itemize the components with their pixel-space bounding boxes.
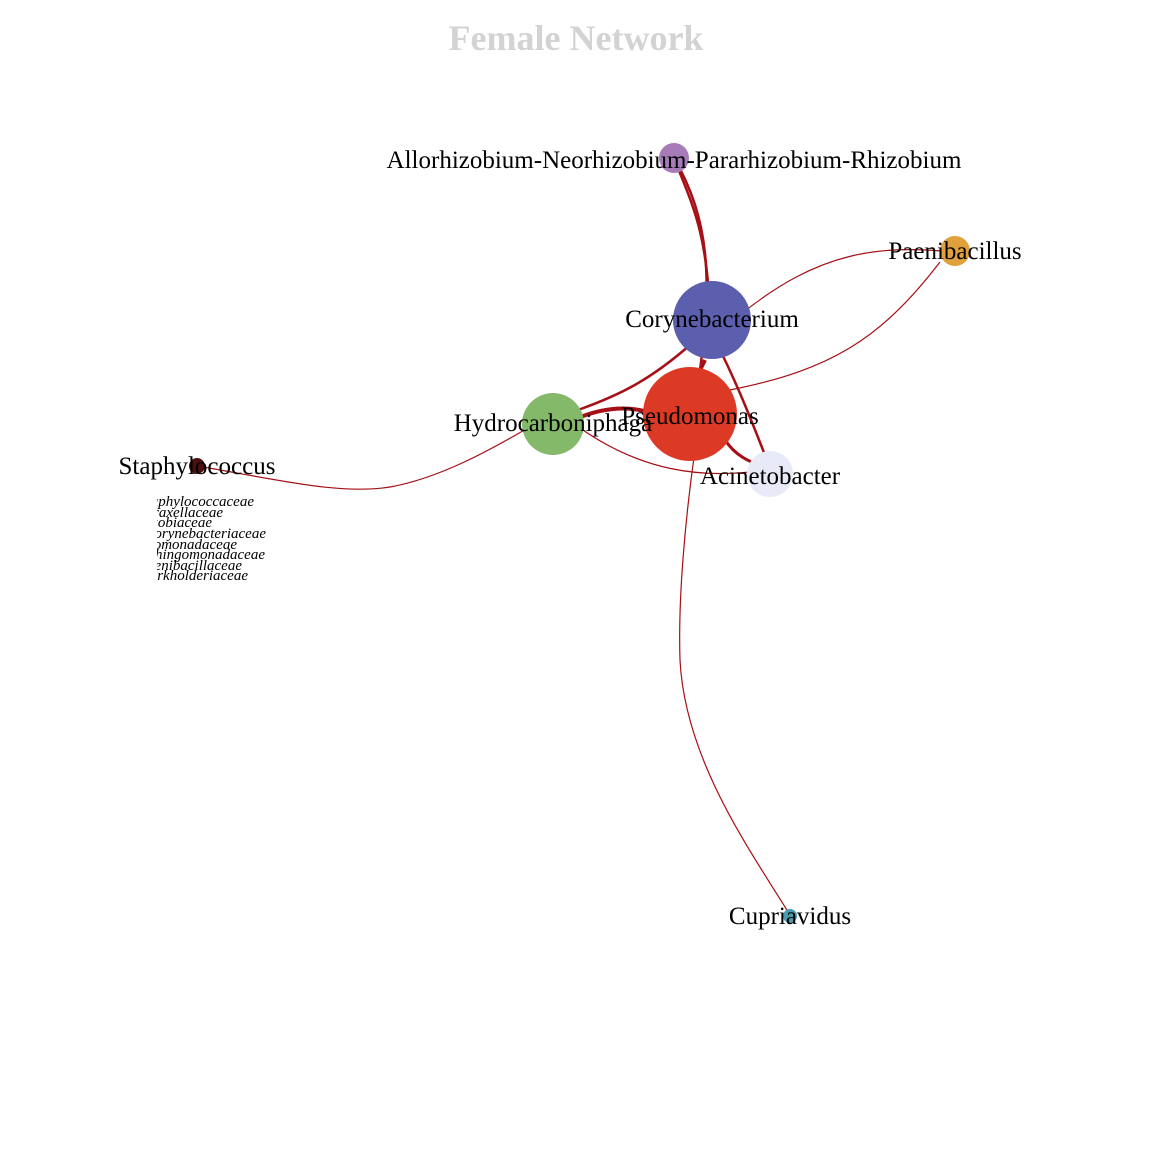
legend-entry: Burkholderiaceae: [141, 568, 249, 584]
node-staphylococcus[interactable]: [189, 458, 205, 474]
legend-entry: Staphylococcaceae: [139, 494, 254, 510]
label-hydrocarboniphaga: Hydrocarboniphaga: [454, 410, 653, 437]
nodes: [189, 143, 970, 923]
edge-staphylococcus-hydrocarboniphaga: [196, 427, 529, 490]
node-corynebacterium[interactable]: [673, 281, 751, 359]
node-acinetobacter[interactable]: [747, 451, 793, 497]
node-cupriavidus[interactable]: [783, 909, 797, 923]
diagram-title: Female Network: [449, 18, 704, 58]
label-paenibacillus: Paenibacillus: [888, 238, 1021, 265]
legend-entry: Sphingomonadaceae: [140, 547, 265, 563]
label-acinetobacter: Acinetobacter: [700, 463, 841, 490]
label-staphylococcus: Staphylococcus: [119, 453, 276, 480]
edge-paenibacillus-corynebacterium: [739, 249, 956, 316]
legend-entry: Paenibacillaceae: [137, 558, 242, 574]
node-allorhizobium[interactable]: [659, 143, 689, 173]
node-hydrocarboniphaga[interactable]: [522, 393, 584, 455]
legend-entry: Corynebacteriaceae: [144, 526, 266, 542]
edge-corynebacterium-hydrocarboniphaga: [577, 344, 691, 412]
label-allorhizobium: Allorhizobium-Neorhizobium-Pararhizobium…: [387, 147, 962, 174]
legend-entry: Moraxellaceae: [132, 505, 223, 521]
label-pseudomonas: Pseudomonas: [621, 403, 759, 430]
label-cupriavidus: Cupriavidus: [729, 903, 851, 930]
edges: [196, 157, 956, 916]
node-paenibacillus[interactable]: [940, 236, 970, 266]
edge-hydrocarboniphaga-acinetobacter: [579, 427, 766, 475]
edge-pseudomonas-cupriavidus: [679, 449, 791, 916]
family-legend: Staphylococcaceae Moraxellaceae Rhizobia…: [116, 494, 266, 584]
edge-paenibacillus-pseudomonas: [729, 261, 941, 391]
node-pseudomonas[interactable]: [643, 367, 737, 461]
node-labels: Allorhizobium-Neorhizobium-Pararhizobium…: [119, 147, 1022, 930]
label-corynebacterium: Corynebacterium: [625, 306, 799, 333]
legend-entry: Pseudomonadaceae: [116, 537, 237, 553]
edge-corynebacterium-acinetobacter: [718, 349, 767, 456]
legend-entry: Rhizobiaceae: [130, 515, 212, 531]
